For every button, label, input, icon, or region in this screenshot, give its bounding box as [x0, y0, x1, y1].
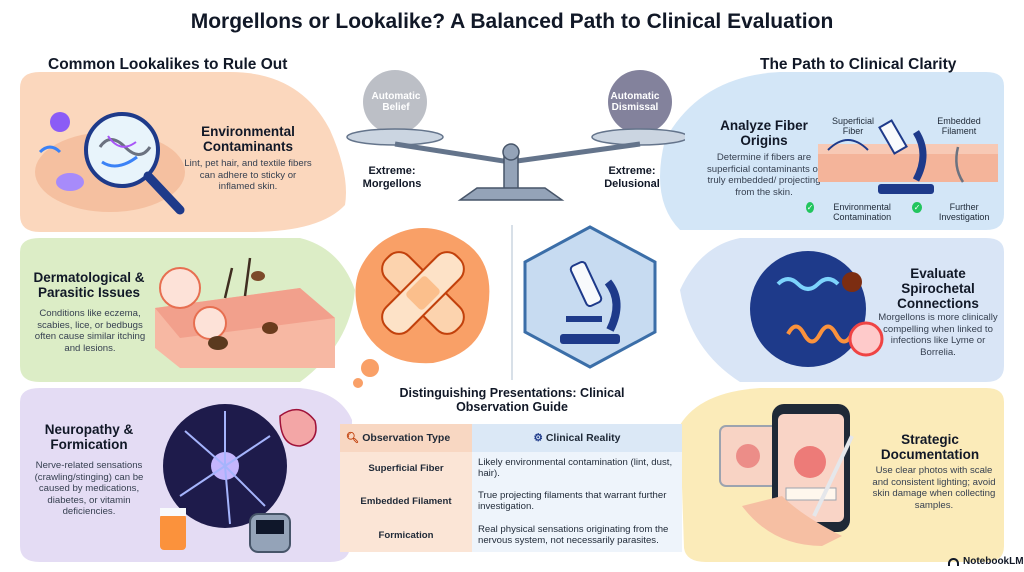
spirochetal-desc: Morgellons is more clinically compelling… [878, 312, 998, 358]
phone-photo-illustration [719, 404, 854, 546]
brain-icon: ⚙ [533, 431, 543, 444]
fiber-origins-desc: Determine if fibers are superficial cont… [706, 152, 822, 198]
superficial-fiber-label: Superficial Fiber [831, 116, 875, 136]
check-icon: ✓ [806, 202, 815, 213]
bandage-thought-bubble [353, 228, 490, 388]
embedded-filament-label: Embedded Filament [937, 116, 981, 136]
microscope-hexagon [523, 225, 657, 369]
environmental-title: Environmental Contaminants [201, 124, 295, 154]
left-heading: Common Lookalikes to Rule Out [48, 56, 288, 73]
column-clinical-reality: ⚙ Clinical Reality [533, 431, 621, 444]
environmental-contamination-tag: ✓ Environmental Contamination [806, 202, 892, 222]
extreme-delusional-label: Extreme: Delusional [604, 165, 660, 190]
fiber-origins-title: Analyze Fiber Origins [720, 118, 808, 148]
observation-guide-table: 🔍︎ Observation Type ⚙ Clinical Reality S… [340, 424, 682, 552]
documentation-title: Strategic Documentation [880, 432, 980, 462]
microscope-skin-illustration [818, 119, 998, 194]
row-reality: Likely environmental contamination (lint… [472, 452, 682, 484]
guide-heading: Distinguishing Presentations: Clinical O… [399, 386, 625, 414]
dermatological-title: Dermatological & Parasitic Issues [33, 270, 145, 300]
environmental-desc: Lint, pet hair, and textile fibers can a… [184, 158, 312, 192]
neuron-illustration [160, 404, 317, 553]
spirochetal-title: Evaluate Spirochetal Connections [897, 266, 979, 311]
table-row: Embedded Filament True projecting filame… [340, 484, 682, 518]
documentation-desc: Use clear photos with scale and consiste… [872, 465, 996, 511]
row-type: Superficial Fiber [340, 452, 472, 484]
automatic-belief-label: Automatic Belief [371, 91, 421, 113]
right-heading: The Path to Clinical Clarity [760, 56, 957, 73]
neuropathy-desc: Nerve-related sensations (crawling/sting… [34, 460, 144, 517]
row-reality: Real physical sensations originating fro… [472, 518, 682, 552]
magnifier-illustration [35, 112, 185, 215]
row-type: Formication [340, 518, 472, 552]
search-icon: 🔍︎ [346, 431, 360, 444]
row-type: Embedded Filament [340, 484, 472, 518]
notebooklm-logo-icon [948, 557, 959, 566]
page-title: Morgellons or Lookalike? A Balanced Path… [190, 10, 834, 33]
automatic-dismissal-label: Automatic Dismissal [610, 91, 660, 113]
extreme-morgellons-label: Extreme: Morgellons [362, 165, 422, 190]
balance-scale-illustration [346, 70, 685, 201]
further-investigation-tag: ✓ Further Investigation [912, 202, 990, 222]
row-reality: True projecting filaments that warrant f… [472, 484, 682, 518]
check-icon: ✓ [912, 202, 923, 213]
spirochete-illustration [750, 251, 884, 367]
skin-parasites-illustration [155, 257, 335, 368]
table-row: Formication Real physical sensations ori… [340, 518, 682, 552]
notebooklm-credit: NotebookLM [948, 556, 1024, 567]
neuropathy-title: Neuropathy & Formication [44, 422, 134, 452]
column-observation-type: 🔍︎ Observation Type [340, 424, 472, 452]
table-row: Superficial Fiber Likely environmental c… [340, 452, 682, 484]
dermatological-desc: Conditions like eczema, scabies, lice, o… [34, 308, 146, 354]
